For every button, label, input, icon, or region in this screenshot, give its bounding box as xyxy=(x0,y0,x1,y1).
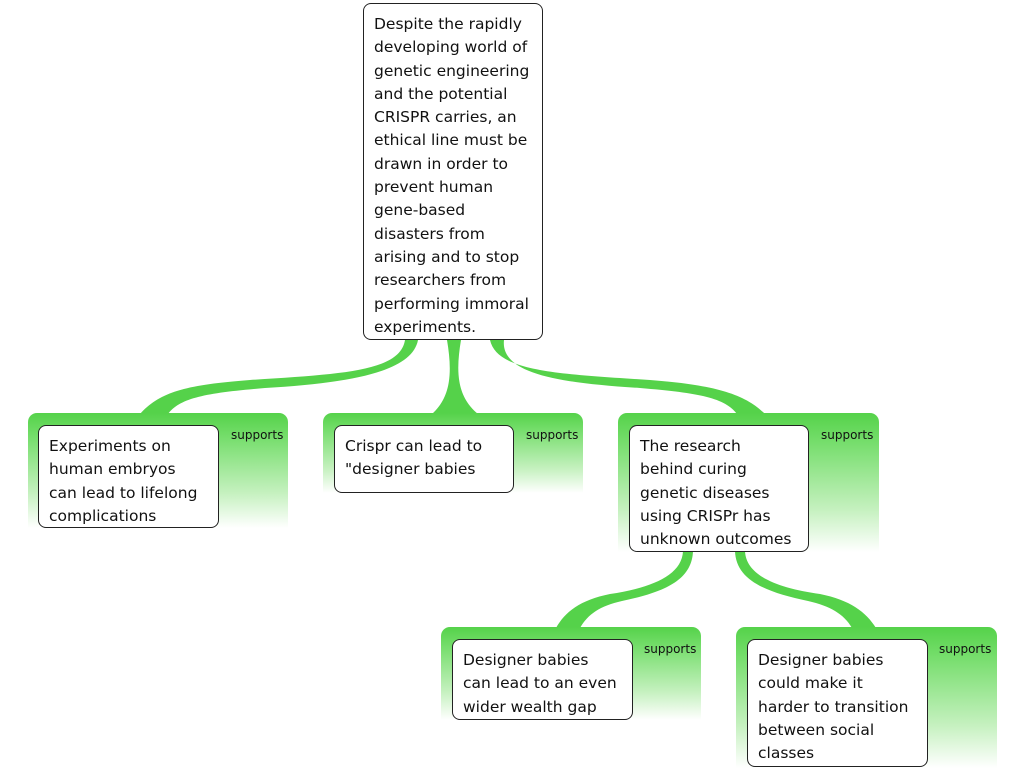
reason-node-2[interactable]: Crispr can lead to "designer babies xyxy=(334,425,514,493)
support-label-reason-1: supports xyxy=(231,428,284,442)
sub-reason-node-1[interactable]: Designer babies can lead to an even wide… xyxy=(452,639,633,720)
sub-reason-node-2[interactable]: Designer babies could make it harder to … xyxy=(747,639,928,767)
claim-node[interactable]: Despite the rapidly developing world of … xyxy=(363,3,543,340)
reason-node-3[interactable]: The research behind curing genetic disea… xyxy=(629,425,809,552)
support-label-sub-2: supports xyxy=(939,642,992,656)
support-label-reason-2: supports xyxy=(526,428,579,442)
reason-node-1[interactable]: Experiments on human embryos can lead to… xyxy=(38,425,219,528)
connector-root-reason-2 xyxy=(432,340,478,414)
connector-reason3-sub-2 xyxy=(735,551,876,628)
support-label-sub-1: supports xyxy=(644,642,697,656)
connector-reason3-sub-1 xyxy=(556,551,693,628)
connector-root-reason-1 xyxy=(140,340,418,414)
support-label-reason-3: supports xyxy=(821,428,874,442)
connector-root-reason-3 xyxy=(490,340,765,414)
